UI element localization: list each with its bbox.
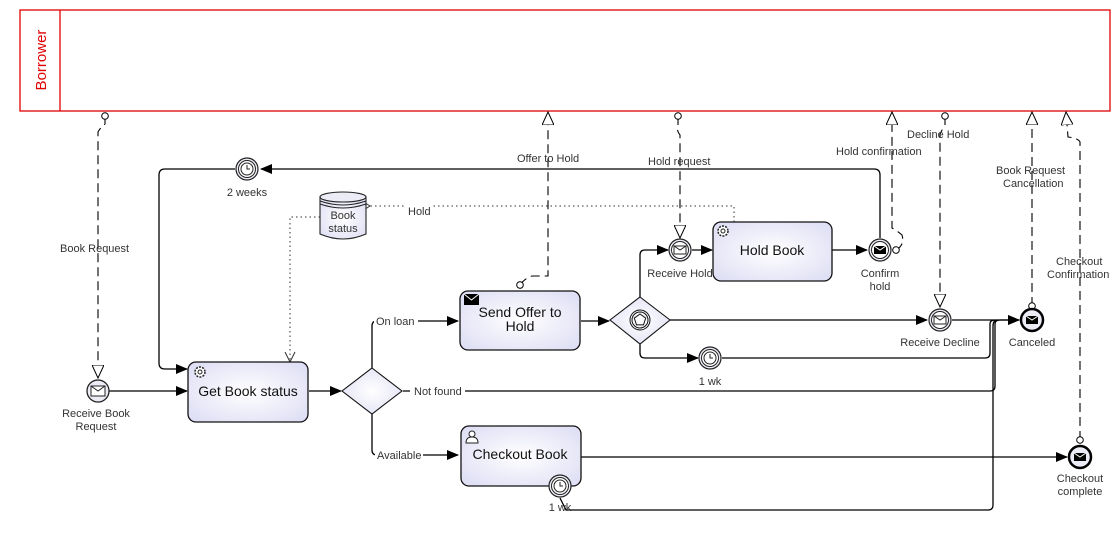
task-label: Get Book status <box>198 383 298 399</box>
msg-hold-request[interactable] <box>677 116 680 238</box>
message-flows <box>98 112 1080 440</box>
data-store-label-1: Book <box>330 210 356 222</box>
event-label-2: Request <box>76 421 117 433</box>
task-get-book-status[interactable]: Get Book status <box>187 361 309 423</box>
task-label-line2: Hold <box>506 318 535 334</box>
flow-eventgw-to-receivehold[interactable] <box>639 245 669 298</box>
pool-label: Borrower <box>33 30 50 91</box>
task-hold-book[interactable]: Hold Book <box>712 221 833 282</box>
task-label-line1: Send Offer to <box>478 304 561 320</box>
envelope-icon <box>673 245 687 255</box>
clock-icon <box>553 479 567 493</box>
flow-available[interactable] <box>371 414 459 460</box>
boundary-timer-event-1-wk[interactable]: 1 wk <box>548 474 572 514</box>
message-labels: Book Request Offer to Hold Hold request … <box>60 129 1109 281</box>
msg-hold-confirmation[interactable] <box>892 112 904 250</box>
task-label: Hold Book <box>740 242 806 258</box>
msg-label-checkout-conf-1: Checkout <box>1056 256 1102 268</box>
msg-label-book-request: Book Request <box>60 243 129 255</box>
msg-book-request[interactable] <box>98 116 105 378</box>
envelope-icon <box>933 315 947 325</box>
clock-icon <box>240 162 254 176</box>
assoc-datastore-to-getstatus <box>289 216 320 362</box>
envelope-filled-icon <box>1073 452 1087 461</box>
msg-label-cancel-2: Cancellation <box>1003 178 1064 190</box>
msg-label-offer-to-hold: Offer to Hold <box>517 153 579 165</box>
gear-icon <box>194 366 206 378</box>
assoc-holdbook-to-datastore <box>370 206 735 222</box>
event-label: 2 weeks <box>227 187 268 199</box>
intermediate-event-receive-hold[interactable]: Receive Hold <box>647 238 713 280</box>
pentagon-icon <box>633 313 647 326</box>
data-store-book-status[interactable]: Book status <box>319 191 367 240</box>
envelope-icon <box>90 385 106 397</box>
flow-eventgw-to-timer[interactable] <box>639 344 699 363</box>
flow-confirm-to-timer2weeks[interactable] <box>260 164 881 238</box>
event-label: Canceled <box>1009 337 1055 349</box>
user-icon <box>465 430 479 444</box>
msg-checkout-confirmation[interactable] <box>1066 112 1080 440</box>
event-label-2: complete <box>1058 486 1103 498</box>
task-checkout-book[interactable]: Checkout Book <box>460 425 582 487</box>
envelope-filled-icon <box>1025 315 1039 324</box>
label-not-found: Not found <box>414 386 462 398</box>
flow-boundary-timer-to-canceled[interactable] <box>559 319 999 511</box>
flow-labels: Not found On loan Available Hold <box>374 205 465 462</box>
intermediate-event-receive-decline[interactable]: Receive Decline <box>900 308 980 349</box>
timer-event-2-weeks[interactable]: 2 weeks <box>227 157 268 199</box>
end-event-checkout-complete[interactable]: Checkout complete <box>1057 444 1103 498</box>
event-label: 1 wk <box>549 502 572 514</box>
exclusive-gateway[interactable] <box>341 367 403 415</box>
msg-label-hold-confirmation: Hold confirmation <box>836 146 922 158</box>
sequence-flows <box>109 164 1068 511</box>
label-on-loan: On loan <box>376 316 415 328</box>
gear-icon <box>717 225 729 237</box>
flow-timer2weeks-to-getstatus[interactable] <box>158 168 235 374</box>
pool-borrower[interactable]: Borrower <box>19 9 1111 112</box>
data-store-label-2: status <box>328 223 358 235</box>
envelope-filled-icon <box>873 245 887 254</box>
msg-label-checkout-conf-2: Confirmation <box>1047 269 1109 281</box>
msg-label-hold-request: Hold request <box>648 156 710 168</box>
event-label-1: Receive Book <box>62 408 130 420</box>
intermediate-event-confirm-hold[interactable]: Confirm hold <box>861 238 900 293</box>
msg-label-cancel-1: Book Request <box>996 165 1065 177</box>
event-label-1: Checkout <box>1057 473 1103 485</box>
end-event-canceled[interactable]: Canceled <box>1009 307 1055 349</box>
label-hold-assoc: Hold <box>408 206 431 218</box>
event-based-gateway[interactable] <box>609 296 671 345</box>
timer-event-1-wk[interactable]: 1 wk <box>698 346 722 388</box>
start-event-receive-book-request[interactable]: Receive Book Request <box>62 379 130 433</box>
envelope-filled-icon <box>463 293 480 305</box>
msg-decline-hold[interactable] <box>940 116 945 307</box>
msg-label-decline-hold: Decline Hold <box>907 129 969 141</box>
event-label: Receive Decline <box>900 337 979 349</box>
event-label-1: Confirm <box>861 268 900 280</box>
flow-on-loan[interactable] <box>371 316 459 368</box>
event-label: Receive Hold <box>647 268 712 280</box>
clock-icon <box>703 351 717 365</box>
event-label: 1 wk <box>699 376 722 388</box>
event-label-2: hold <box>870 281 891 293</box>
task-label: Checkout Book <box>473 446 569 462</box>
msg-offer-to-hold[interactable] <box>520 112 548 285</box>
task-send-offer-to-hold[interactable]: Send Offer to Hold <box>459 290 581 351</box>
label-available: Available <box>377 450 421 462</box>
